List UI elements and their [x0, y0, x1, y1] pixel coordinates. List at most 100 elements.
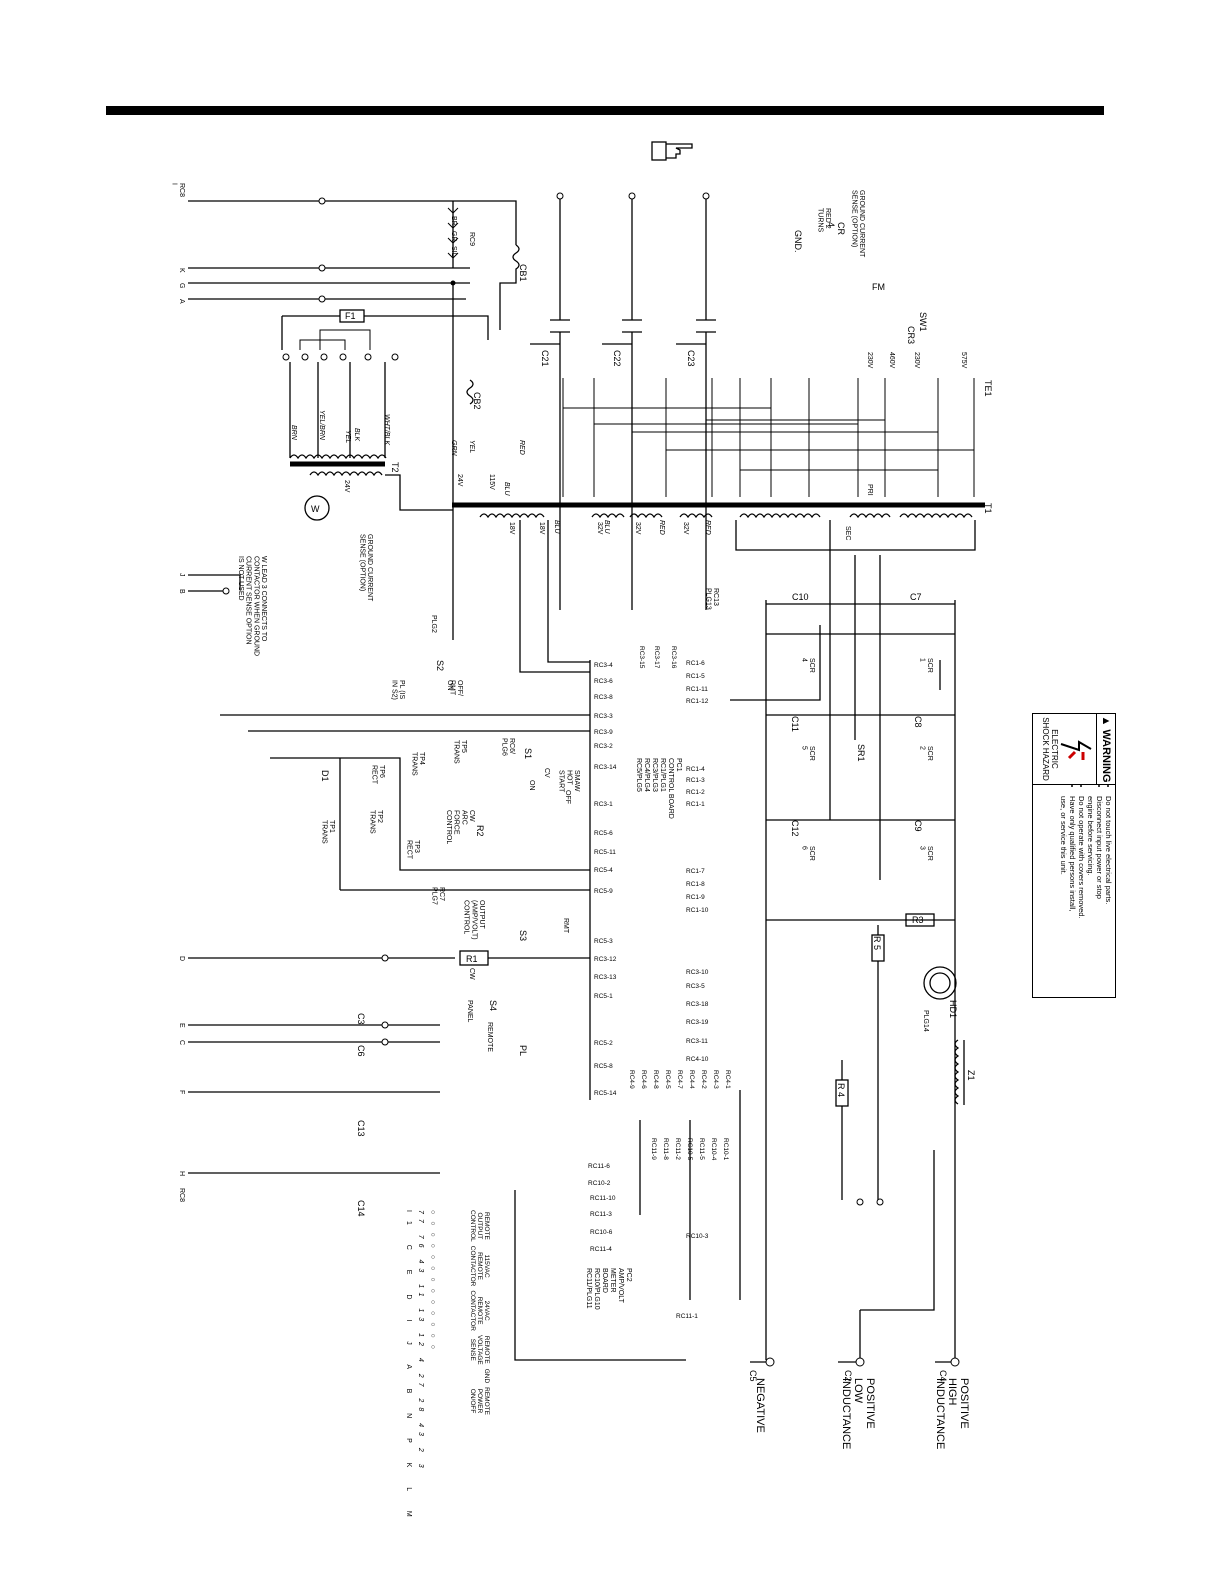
wire-color-label: WHT/BLK [383, 414, 390, 445]
c11-label: C11 [790, 716, 800, 732]
tp1-label: TP1TRANS [320, 820, 335, 844]
c21-label: C21 [540, 350, 550, 367]
connector-label-e: E [178, 1023, 185, 1028]
rc4-pin-label: RC4-1 [724, 1070, 731, 1089]
tp2-label: TP2TRANS [368, 810, 383, 834]
c7-label: C7 [910, 592, 922, 602]
rc3-right-pin-label: RC3-5 [686, 983, 705, 990]
rc1-pin-label: RC1-4 [686, 766, 705, 773]
pointing-hand-icon [651, 141, 693, 161]
warning-bullet: Disconnect input power or stop engine be… [1086, 796, 1104, 997]
remote-group-label: 115VAC REMOTE CONTACTOR [469, 1245, 490, 1287]
connector-label-h: H [178, 1171, 185, 1176]
t1-tap-label: 32V [634, 522, 641, 535]
fm-label: FM [872, 282, 885, 292]
t2-voltage-label: 24V [343, 480, 350, 493]
wire-color-label: BLU [503, 482, 510, 497]
rc3-pin-label: RC3-1 [594, 801, 613, 808]
wire-color-label: RED [658, 520, 665, 535]
sr1-label: SR1 [856, 744, 866, 762]
header-rule [106, 106, 1104, 115]
rc11-pin-label: RC11-4 [590, 1246, 612, 1253]
t1-tap-label: SEC [844, 526, 851, 540]
rc4-pin-label: RC4-2 [700, 1070, 707, 1089]
remote-group-label: 24VAC REMOTE CONTACTOR [469, 1290, 490, 1331]
c23-label: C23 [686, 350, 696, 367]
s1-label: S1 [523, 748, 533, 759]
rc9-connector [447, 201, 459, 640]
rc11-pin-label: RC11-9 [650, 1138, 657, 1160]
wire-color-label: BLU [553, 520, 560, 535]
c6-label: C6 [356, 1045, 366, 1057]
r2-label: R2 [475, 825, 485, 837]
remote-label: REMOTE [486, 1022, 493, 1052]
te1-label: TE1 [983, 380, 993, 397]
wire-color-label: BLU [603, 520, 610, 535]
scr-label: SCR4 [800, 658, 815, 673]
rc9-wire-label: SIL [450, 246, 457, 257]
output-terminals [750, 1150, 960, 1367]
rc5-pin-label: RC3-13 [594, 974, 617, 981]
c3-label: C3 [356, 1013, 366, 1025]
s2-on-label: ON [446, 680, 453, 691]
wire-color-label: YEL [468, 440, 475, 453]
connector-label-b: B [178, 589, 185, 594]
cr3-label: CR3 [906, 326, 916, 344]
warning-bullet: Do not touch live electrical parts. [1104, 796, 1113, 997]
rc1-pin-label: RC1-2 [686, 789, 705, 796]
connector-label-k: K [178, 268, 185, 273]
f1-label: F1 [345, 311, 356, 321]
warning-bullet: Have only qualified persons install, use… [1059, 796, 1077, 997]
tp4-label: TP4TRANS [410, 752, 425, 776]
hd1-label: HD1 [948, 1000, 958, 1018]
warning-box: ▲ WARNING ELECTRIC SHOCK HAZARD Do not t… [1032, 713, 1116, 998]
rc3-pin-label: RC3-17 [653, 646, 660, 669]
off-label: OFF [564, 790, 571, 804]
rc3-pin-label: RC3-2 [594, 743, 613, 750]
connector-label-g: G [178, 283, 185, 288]
c9-label: C9 [913, 820, 923, 832]
output-label-negative: NEGATIVE [754, 1378, 766, 1433]
plg6-label: RC6/PLG6 [500, 738, 515, 756]
c21-c23-branch [530, 192, 716, 610]
rc5-pin-label: RC5-2 [594, 1040, 613, 1047]
cr4-label: CR4 [826, 222, 846, 235]
connector-label-d: D [178, 956, 185, 961]
warning-bullets: Do not touch live electrical parts. Disc… [1059, 788, 1113, 997]
rc9-wire-label: BR [450, 216, 457, 226]
rc3-pin-label: RC3-15 [638, 646, 645, 669]
connector-label-j: J [178, 573, 185, 577]
rc5-pin-label: RC5-8 [594, 1063, 613, 1070]
t1-voltage-label: 460V [888, 352, 895, 369]
rc3-right-pin-label: RC3-18 [686, 1001, 709, 1008]
t1-tap-label: 18V [538, 522, 545, 535]
c13-label: C13 [356, 1120, 366, 1137]
rc11-pin-label: RC11-8 [662, 1138, 669, 1160]
rc11-pin-label: RC11-10 [590, 1195, 616, 1202]
t1-voltage-label: 230V [866, 352, 873, 369]
rc11-pin-label: RC11-1 [676, 1313, 698, 1320]
c14-label: C14 [356, 1200, 366, 1217]
rc1-pin-label: RC1-7 [686, 868, 705, 875]
rc1-pin-label: RC1-1 [686, 801, 705, 808]
warning-triangle-icon: ▲ [1100, 715, 1112, 727]
rc3-pin-label: RC3-9 [594, 729, 613, 736]
warning-bullet: Do not operate with covers removed. [1077, 796, 1086, 997]
on-label: ON [528, 780, 535, 791]
c22-label: C22 [612, 350, 622, 367]
connector-label-a: A [178, 299, 185, 304]
z1-inductor [954, 1039, 965, 1105]
remote-connector-table: I1 C E D I J A B N P K L M 77 76 43 11 1… [400, 1210, 490, 1526]
t1-tap-label: 32V [682, 522, 689, 535]
connector-label-rc8-bottom: RC8 [178, 1188, 185, 1202]
connector-label-c: C [178, 1040, 185, 1045]
rmt-label: RMT [562, 918, 569, 934]
rc4-pin-label: RC4-8 [652, 1070, 659, 1089]
wire-color-label: BRN [290, 425, 297, 441]
w_cont-label: W [311, 504, 320, 514]
rc3-pin-label: RC3-14 [594, 764, 617, 771]
plg7-label: RC7PLG7 [430, 887, 445, 905]
